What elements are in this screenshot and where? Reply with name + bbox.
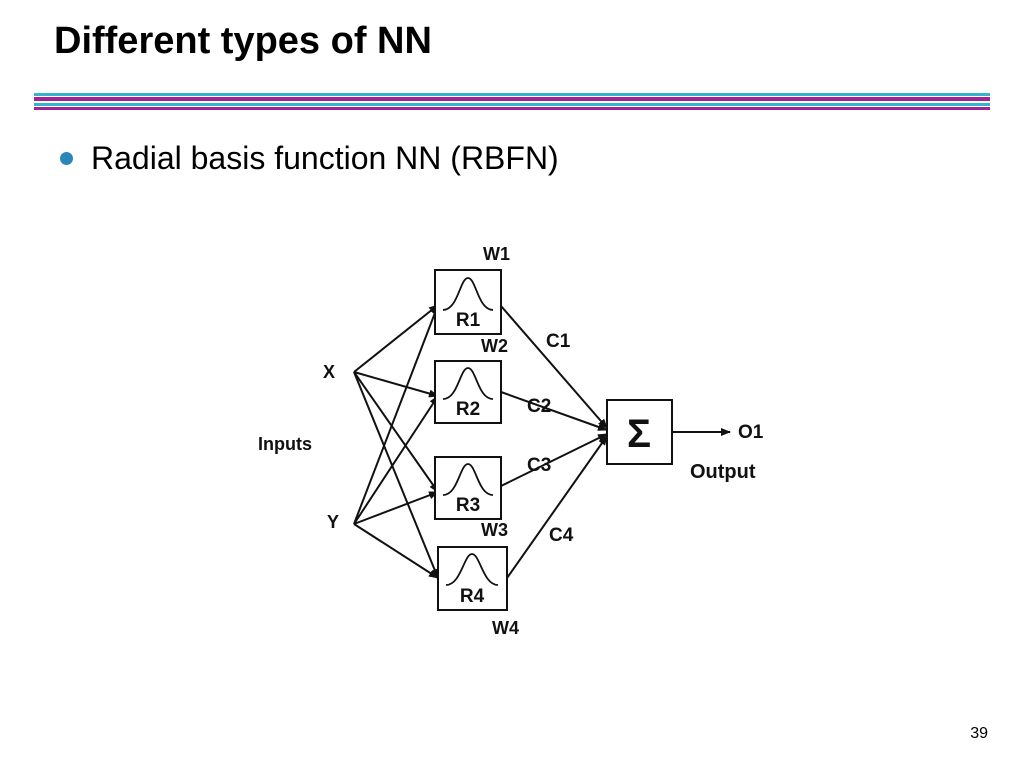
- header-rule-cyan-bottom: [34, 103, 990, 106]
- rbf-label-r4: R4: [460, 586, 485, 607]
- coeff-label-c3: C3: [527, 455, 551, 476]
- input-label-x: X: [323, 362, 335, 382]
- rbf-unit-r4: R4: [437, 546, 508, 611]
- page-number: 39: [970, 725, 988, 742]
- rbfn-diagram: R1 R2 R3 R4 Σ W: [222, 214, 792, 642]
- coeff-label-c1: C1: [546, 331, 571, 352]
- bullet-item: Radial basis function NN (RBFN): [60, 140, 559, 177]
- weight-label-w2: W2: [481, 336, 508, 356]
- rbf-unit-r3: R3: [434, 456, 502, 520]
- bullet-text: Radial basis function NN (RBFN): [91, 140, 559, 176]
- weight-label-w1: W1: [483, 244, 510, 264]
- rbf-unit-r2: R2: [434, 360, 502, 424]
- coeff-label-c2: C2: [527, 396, 551, 417]
- header-rule-magenta-top: [34, 97, 990, 101]
- input-label-y: Y: [327, 512, 339, 532]
- rbf-label-r3: R3: [456, 495, 480, 516]
- input-connections: [353, 304, 439, 579]
- output-node-label: O1: [738, 422, 764, 443]
- rbf-unit-r1: R1: [434, 269, 502, 335]
- output-connections: [500, 305, 731, 579]
- slide-title: Different types of NN: [54, 20, 432, 62]
- rbf-label-r2: R2: [456, 399, 480, 420]
- coeff-label-c4: C4: [549, 525, 574, 546]
- inputs-label: Inputs: [258, 434, 312, 454]
- output-label: Output: [690, 461, 756, 483]
- sigma-icon: Σ: [627, 412, 651, 456]
- rbf-label-r1: R1: [456, 310, 481, 331]
- summation-node: Σ: [606, 399, 673, 465]
- weight-label-w4: W4: [492, 618, 519, 638]
- header-rule-magenta-bottom: [34, 107, 990, 110]
- bullet-dot-icon: [60, 152, 73, 165]
- header-rule-cyan-top: [34, 93, 990, 96]
- weight-label-w3: W3: [481, 520, 508, 540]
